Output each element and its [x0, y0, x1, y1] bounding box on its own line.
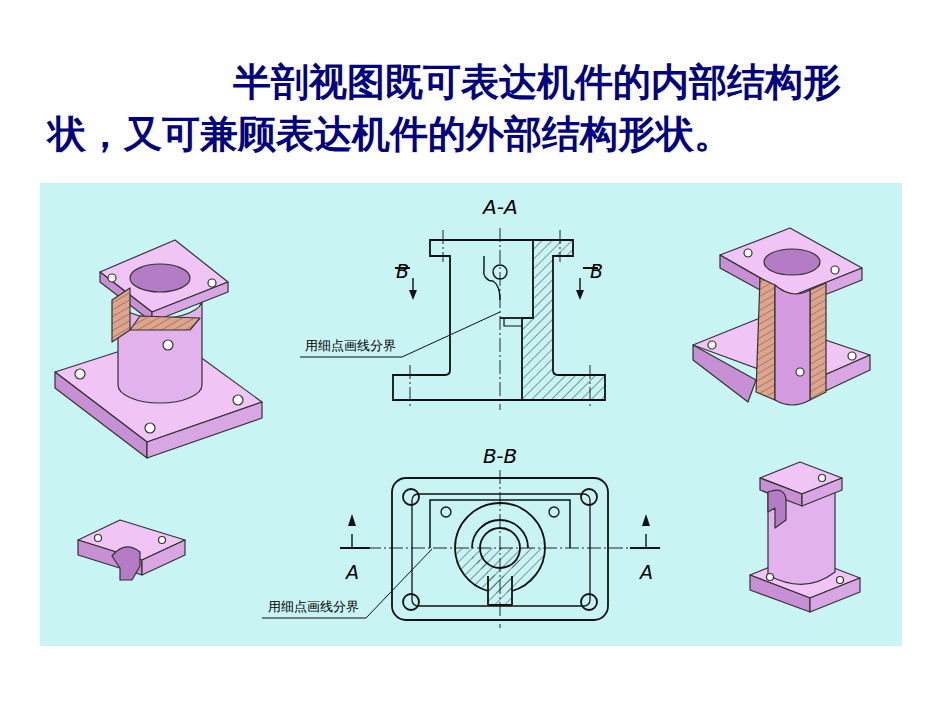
cut-label: A — [640, 561, 653, 583]
isometric-part — [55, 240, 262, 458]
leader-line — [300, 312, 500, 357]
top-half-section — [340, 478, 660, 620]
isometric-section — [693, 228, 870, 405]
leader-line — [262, 549, 432, 618]
front-half-section — [393, 240, 605, 400]
panel — [40, 183, 902, 646]
cut-label: B — [396, 260, 409, 282]
leader-note: 用细点画线分界 — [268, 598, 359, 616]
slide-title: 半剖视图既可表达机件的内部结构形状，又可兼顾表达机件的外部结构形状。 — [48, 56, 860, 160]
section-name: A-A — [483, 195, 518, 219]
center-lines — [345, 228, 655, 628]
cut-label: A — [346, 561, 359, 583]
cut-label: B — [590, 260, 603, 282]
leader-note: 用细点画线分界 — [305, 337, 396, 355]
section-name: B-B — [483, 444, 517, 468]
isometric-column — [750, 462, 860, 612]
isometric-piece — [78, 520, 185, 580]
